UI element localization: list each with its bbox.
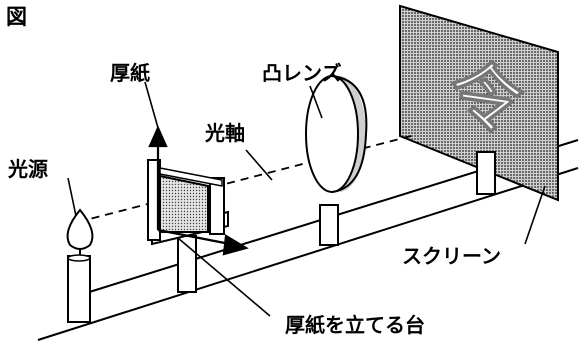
label-optical-axis: 光軸	[204, 121, 245, 145]
candle	[66, 208, 94, 323]
optical-axis-line	[77, 134, 416, 223]
label-convex-lens: 凸レンズ	[262, 61, 342, 85]
label-light-source: 光源	[7, 157, 48, 181]
figure-heading: 図	[6, 5, 27, 29]
label-cardboard-stand: 厚紙を立てる台	[285, 313, 425, 337]
screen-image-char: 令	[443, 51, 529, 147]
cardboard-holder	[147, 159, 229, 293]
label-screen: スクリーン	[402, 244, 501, 268]
leader-lines	[67, 81, 546, 317]
label-cardboard: 厚紙	[110, 61, 150, 85]
convex-lens	[305, 75, 368, 246]
screen: 令	[399, 4, 559, 202]
